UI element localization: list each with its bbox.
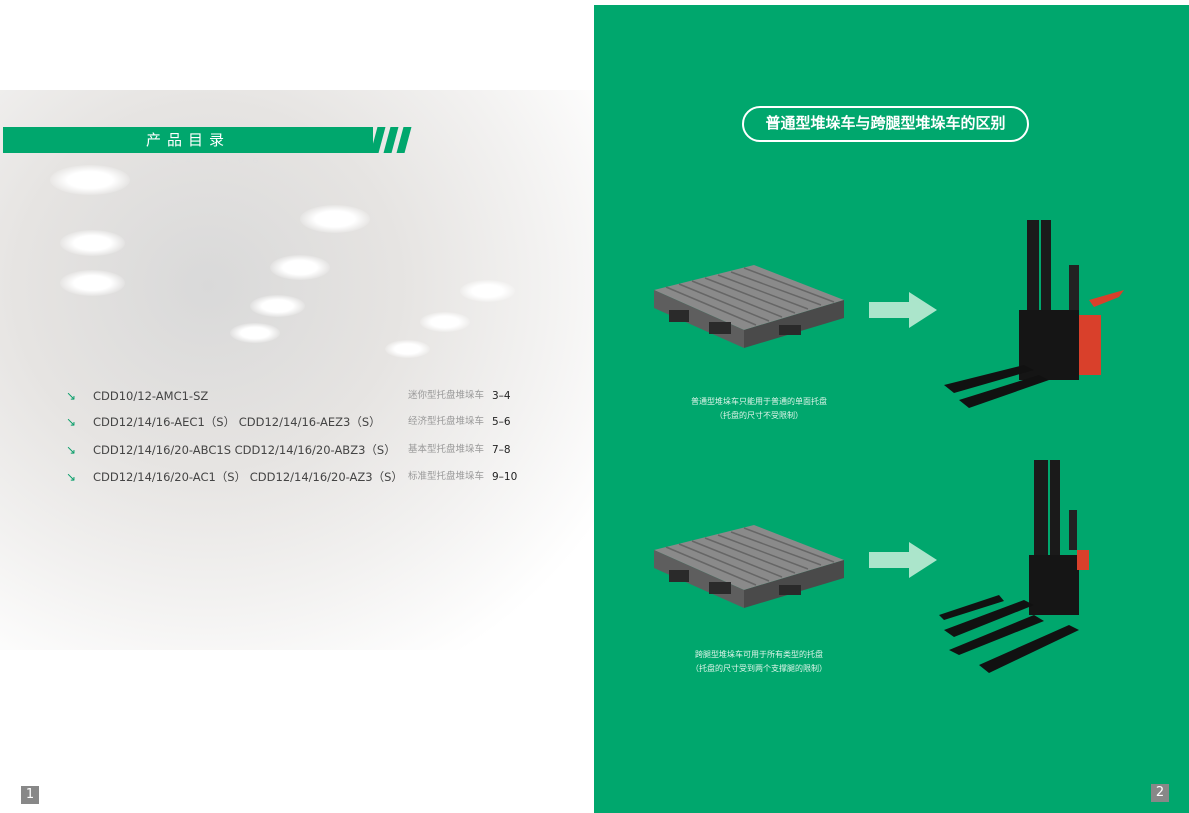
straddle-stacker-image xyxy=(939,460,1089,673)
page-number: 2 xyxy=(1151,784,1169,802)
catalog-subtitle: CATALOG xyxy=(172,157,268,165)
caption-standard: 普通型堆垛车只能用于普通的单面托盘（托盘的尺寸不受限制） xyxy=(691,397,827,420)
page-title: 普通型堆垛车与跨腿型堆垛车的区别 xyxy=(742,106,1029,142)
arrow-down-right-icon: ↘ xyxy=(66,470,77,484)
arrow-down-right-icon: ↘ xyxy=(66,415,77,429)
warehouse-background xyxy=(0,90,594,650)
arrow-right-icon xyxy=(869,542,937,578)
arrow-down-right-icon: ↘ xyxy=(66,389,77,403)
arrow-right-icon xyxy=(869,292,937,328)
catalog-banner: 产品目录 xyxy=(3,127,373,153)
page-number: 1 xyxy=(21,786,39,804)
arrow-down-right-icon: ↘ xyxy=(66,443,77,457)
single-face-pallet-image xyxy=(654,265,844,348)
double-face-pallet-image xyxy=(654,525,844,608)
standard-stacker-image xyxy=(944,220,1124,408)
caption-straddle: 跨腿型堆垛车可用于所有类型的托盘（托盘的尺寸受到两个支撑腿的限制） xyxy=(691,650,827,673)
right-page: 普通型堆垛车与跨腿型堆垛车的区别 普通型堆垛车只能用于普通的单面托盘（托盘的尺寸… xyxy=(594,5,1189,813)
